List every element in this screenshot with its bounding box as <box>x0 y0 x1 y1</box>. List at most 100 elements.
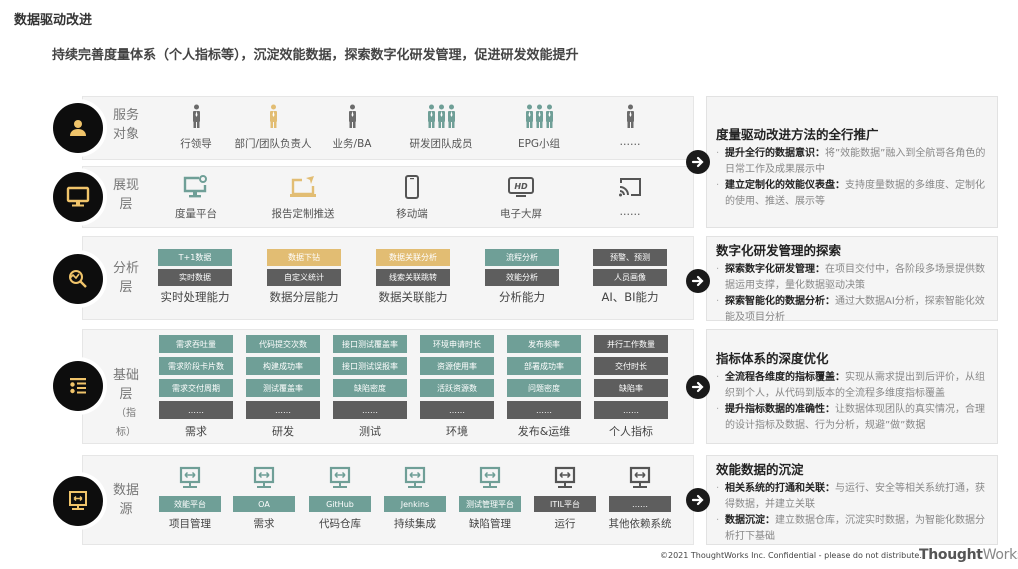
data-terminal-icon <box>309 466 371 490</box>
metric-box: 缺陷率 <box>594 379 668 397</box>
row-panel-service <box>82 96 694 160</box>
service-target-label: 研发团队成员 <box>409 138 473 150</box>
group-icon <box>489 104 589 130</box>
data-terminal-icon <box>159 466 221 490</box>
metric-box: 资源使用率 <box>420 357 494 375</box>
metric-box: 活跃资源数 <box>420 379 494 397</box>
service-row-label: 服务对象 <box>112 108 139 142</box>
data-source-label: 运行 <box>554 518 576 530</box>
panel-title: 效能数据的沉淀 <box>716 462 804 477</box>
metric-box: 构建成功率 <box>246 357 320 375</box>
person-icon <box>146 104 246 130</box>
analysis-capability-label: 数据分层能力 <box>269 290 339 304</box>
data-source-column: GitHub 代码仓库 <box>309 466 371 531</box>
person-icon <box>223 104 323 130</box>
panel-bullet: 相关系统的打通和关联：与运行、安全等相关系统打通，获得数据，并建立关联 <box>716 481 987 513</box>
service-target-item: 研发团队成员 <box>391 104 491 151</box>
base-row-label: 基础层（指标） <box>112 368 139 438</box>
metric-box: 部署成功率 <box>507 357 581 375</box>
panel-bullet: 探索智能化的数据分析：通过大数据AI分析，探索智能化效能及项目分析 <box>716 294 987 326</box>
display-row-label: 展现层 <box>112 178 139 212</box>
service-target-item: 业务/BA <box>302 104 402 151</box>
metric-box: 需求交付周期 <box>159 379 233 397</box>
metric-box: 交付时长 <box>594 357 668 375</box>
display-channel-item: …… <box>580 172 680 218</box>
display-channel-label: 移动端 <box>396 208 428 220</box>
data-source-label: 持续集成 <box>394 518 436 530</box>
cast-icon <box>580 172 680 202</box>
display-channel-item: 度量平台 <box>146 172 246 221</box>
search-analytics-icon <box>69 270 87 288</box>
laptop-send-icon <box>253 172 353 202</box>
metric-box: …… <box>159 401 233 419</box>
service-target-item: 部门/团队负责人 <box>223 104 323 151</box>
metric-category-label: 需求 <box>185 425 207 438</box>
data-source-label: 代码仓库 <box>319 518 361 530</box>
panel-title: 数字化研发管理的探索 <box>716 243 842 258</box>
service-target-label: EPG小组 <box>517 138 561 150</box>
panel-bullet: 建立定制化的效能仪表盘：支持度量数据的多维度、定制化的使用、推送、展示等 <box>716 178 987 210</box>
metric-category-column: 发布频率部署成功率问题密度……发布&运维 <box>507 335 581 439</box>
data-source-system-box: OA <box>233 496 295 512</box>
service-target-label: 行领导 <box>180 138 212 150</box>
metric-box: 测试覆盖率 <box>246 379 320 397</box>
analysis-capability-label: 分析能力 <box>499 290 545 304</box>
source-row-icon <box>53 476 103 526</box>
analysis-feature-box: 自定义统计 <box>267 269 341 286</box>
display-channel-item: 报告定制推送 <box>253 172 353 221</box>
analysis-feature-box: 流程分析 <box>485 249 559 266</box>
display-channel-label: …… <box>619 206 641 218</box>
metric-box: 环境申请时长 <box>420 335 494 353</box>
analysis-feature-box: 数据关联分析 <box>376 249 450 266</box>
panel-title: 度量驱动改进方法的全行推广 <box>716 127 879 142</box>
arrow-right-icon <box>686 150 710 174</box>
person-icon <box>70 120 86 136</box>
panel-bullet: 提升全行的数据意识：将”效能数据”融入到全航哥各角色的日常工作及成果展示中 <box>716 146 987 178</box>
thoughtworks-logo: ThoughtWorks <box>919 547 1018 563</box>
mobile-icon <box>362 172 462 202</box>
data-source-system-box: Jenkins <box>384 496 446 512</box>
arrow-right-icon <box>686 488 710 512</box>
metric-box: 代码提交次数 <box>246 335 320 353</box>
person-icon <box>302 104 402 130</box>
data-source-system-box: …… <box>609 496 671 512</box>
analysis-feature-box: 实时数据 <box>158 269 232 286</box>
row-panel-display <box>82 166 694 228</box>
analysis-feature-box: 线索关联跳转 <box>376 269 450 286</box>
person-icon <box>580 104 680 130</box>
metric-box: …… <box>333 401 407 419</box>
metric-box: 接口测试误报率 <box>333 357 407 375</box>
metric-box: …… <box>507 401 581 419</box>
service-target-item: EPG小组 <box>489 104 589 151</box>
data-source-column: ITIL平台运行 <box>534 466 596 531</box>
panel-bullet: 数据沉淀：建立数据仓库，沉淀实时数据，为智能化数据分析打下基础 <box>716 513 987 545</box>
service-target-item: 行领导 <box>146 104 246 151</box>
data-terminal-icon <box>534 466 596 490</box>
right-panel-digital-management: 数字化研发管理的探索 探索数字化研发管理：在项目交付中，各阶段多场景提供数据运用… <box>706 236 998 323</box>
copyright-footer: ©2021 ThoughtWorks Inc. Confidential - p… <box>660 551 922 560</box>
data-terminal-icon <box>609 466 671 490</box>
data-source-column: …… 其他依赖系统 <box>609 466 672 531</box>
metric-category-column: 需求吞吐量需求阶段卡片数需求交付周期……需求 <box>159 335 233 439</box>
analysis-capability-column: 流程分析效能分析分析能力 <box>485 249 559 305</box>
panel-bullet: 探索数字化研发管理：在项目交付中，各阶段多场景提供数据运用支撑，量化数据驱动决策 <box>716 262 987 294</box>
panel-bullet: 提升指标数据的准确性：让数据体现团队的真实情况，合理的设计指标及数据、行为分析，… <box>716 402 987 434</box>
metric-category-column: 接口测试覆盖率接口测试误报率缺陷密度……测试 <box>333 335 407 439</box>
arrow-right-icon <box>686 375 710 399</box>
metric-box: 缺陷密度 <box>333 379 407 397</box>
data-source-label: 其他依赖系统 <box>608 518 672 530</box>
metric-box: 并行工作数量 <box>594 335 668 353</box>
display-row-icon <box>53 172 103 222</box>
metric-category-label: 个人指标 <box>609 425 653 438</box>
data-source-column: 测试管理平台缺陷管理 <box>459 466 521 531</box>
monitor-gear-icon <box>146 172 246 202</box>
service-target-label: 业务/BA <box>332 138 372 150</box>
metric-category-label: 发布&运维 <box>517 425 571 438</box>
panel-title: 指标体系的深度优化 <box>716 351 829 366</box>
analysis-row-icon <box>53 254 103 304</box>
data-source-system-box: GitHub <box>309 496 371 512</box>
data-terminal-icon <box>459 466 521 490</box>
display-channel-label: 电子大屏 <box>500 208 542 220</box>
page-subtitle: 持续完善度量体系（个人指标等），沉淀效能数据，探索数字化研发管理，促进研发效能提… <box>52 48 579 63</box>
